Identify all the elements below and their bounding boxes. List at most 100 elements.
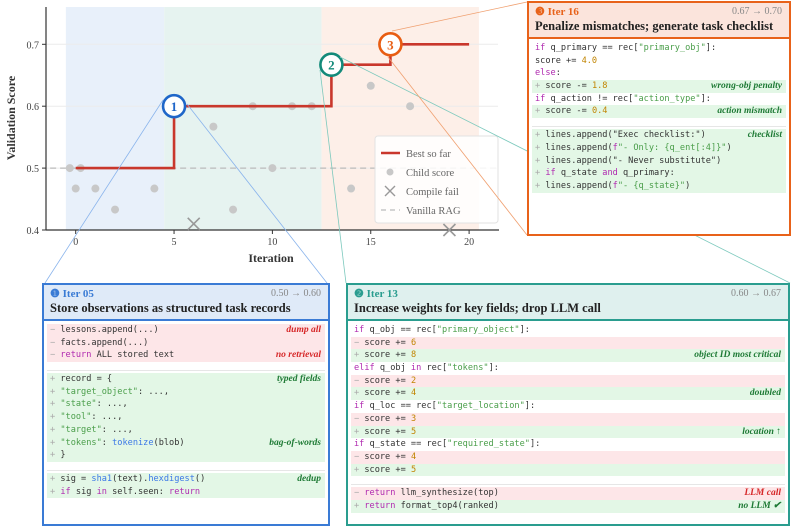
code-token: q_state	[555, 168, 603, 179]
code-token: (text).	[112, 473, 149, 484]
code-token: in	[410, 363, 422, 374]
code-token: score -=	[545, 81, 592, 92]
diff-marker: +	[50, 399, 61, 410]
code-token: if	[354, 439, 365, 450]
marker-label-2: 2	[328, 58, 335, 73]
code-token: if	[354, 325, 365, 335]
code-token: in	[96, 486, 107, 497]
diff-marker: −	[354, 337, 365, 348]
diff-annotation: dedup	[297, 473, 321, 484]
added-line: + sig = sha1(text).hexdigest()dedup	[47, 472, 325, 486]
diff-annotation: bag-of-words	[269, 437, 321, 448]
legend-label: Child score	[406, 168, 454, 179]
x-tick-label: 15	[366, 237, 376, 248]
code-token: llm_synthesize(top)	[395, 488, 499, 499]
code-token: "required_state"	[447, 439, 530, 450]
code-token: ]:	[488, 363, 499, 374]
badge-icon: ❸	[535, 6, 548, 18]
code-token: score +=	[364, 337, 411, 348]
x-axis-label: Iteration	[248, 251, 294, 265]
code-diff: − lessons.append(...)dump all− facts.app…	[44, 321, 328, 499]
diff-marker: +	[535, 155, 546, 166]
x-tick-label: 5	[172, 237, 177, 248]
iteration-label: Iter 16	[547, 6, 579, 18]
diff-marker: +	[354, 464, 365, 475]
code-token: "primary_object"	[436, 325, 520, 335]
context-line: if q_action != rec["action_type"]:	[532, 93, 786, 106]
code-token: q_primary:	[617, 168, 675, 179]
added-line: + record = {typed fields	[47, 373, 325, 386]
code-token: score +=	[364, 413, 411, 424]
diff-annotation: wrong-obj penalty	[711, 81, 782, 92]
child-score-point	[111, 205, 120, 214]
y-tick-label: 0.7	[27, 40, 40, 51]
code-token: score -=	[545, 106, 592, 117]
added-line: + lines.append(f"- Only: {q_ent[:4]}")	[532, 141, 786, 155]
marker-3	[378, 31, 403, 57]
code-token: score +=	[364, 375, 411, 386]
diff-annotation: LLM call	[744, 488, 781, 499]
iteration-tag: ❸ Iter 16	[535, 5, 783, 18]
code-token: else	[535, 68, 556, 79]
code-token: "state"	[60, 399, 97, 410]
code-token: ]:	[524, 401, 536, 412]
diff-separator	[351, 476, 785, 486]
y-tick-label: 0.6	[27, 102, 40, 113]
code-token: score +=	[364, 350, 411, 361]
added-line: + if sig in self.seen: return	[47, 485, 325, 499]
context-line: elif q_obj in rec["tokens"]:	[351, 362, 785, 375]
diff-separator	[47, 462, 325, 471]
diff-marker: +	[50, 473, 61, 484]
code-token: sig	[70, 486, 97, 497]
code-token: return	[364, 500, 396, 511]
code-token: "tokens"	[60, 437, 102, 448]
diff-marker: +	[50, 374, 61, 385]
diff-marker: −	[354, 413, 365, 424]
score-delta: 0.60 → 0.67	[731, 288, 781, 299]
code-token: lines.append("Exec checklist:")	[545, 130, 706, 141]
diff-annotation: location ↑	[742, 426, 781, 437]
code-token: f	[612, 142, 618, 153]
code-token: 2	[410, 375, 417, 386]
removed-line: − score += 2	[351, 374, 785, 388]
code-token: lines.append("- Never substitute")	[545, 155, 722, 166]
code-diff: if q_primary == rec["primary_obj"]:score…	[529, 39, 789, 193]
code-token: 3	[410, 413, 417, 424]
code-token: elif	[354, 363, 375, 374]
context-line: if q_primary == rec["primary_obj"]:	[532, 42, 786, 55]
code-token: "tool"	[60, 412, 92, 423]
code-token: score +=	[364, 388, 411, 399]
added-line: + "tokens": tokenize(blob)bag-of-words	[47, 436, 325, 450]
code-token: : ...,	[96, 399, 128, 410]
badge-icon: ❶	[50, 288, 63, 300]
added-line: + if q_state and q_primary:	[532, 167, 786, 180]
code-token: )	[726, 142, 732, 153]
code-token: : ...,	[101, 424, 133, 435]
x-tick-label: 0	[73, 237, 78, 248]
context-line: if q_obj == rec["primary_object"]:	[351, 324, 785, 337]
context-line: if q_loc == rec["target_location"]:	[351, 400, 785, 413]
code-token: q_state == rec[	[364, 439, 448, 450]
diff-marker: +	[354, 350, 365, 361]
code-token: q_loc == rec[	[364, 401, 437, 412]
code-token: score +=	[364, 451, 411, 462]
code-token: 5	[410, 464, 417, 475]
diff-marker: +	[535, 106, 546, 117]
diff-annotation: action mismatch	[717, 106, 782, 117]
child-score-point	[366, 81, 375, 90]
code-token: hexdigest	[148, 473, 195, 484]
added-line: + "tool": ...,	[47, 411, 325, 424]
code-token: )	[685, 180, 691, 191]
code-token: }	[60, 450, 66, 461]
diff-separator	[47, 362, 325, 372]
code-token: if	[545, 168, 556, 179]
code-token: tokenize	[112, 437, 154, 448]
diff-marker: +	[50, 437, 61, 448]
code-token: q_obj	[374, 363, 411, 374]
x-tick-label: 20	[464, 237, 474, 248]
